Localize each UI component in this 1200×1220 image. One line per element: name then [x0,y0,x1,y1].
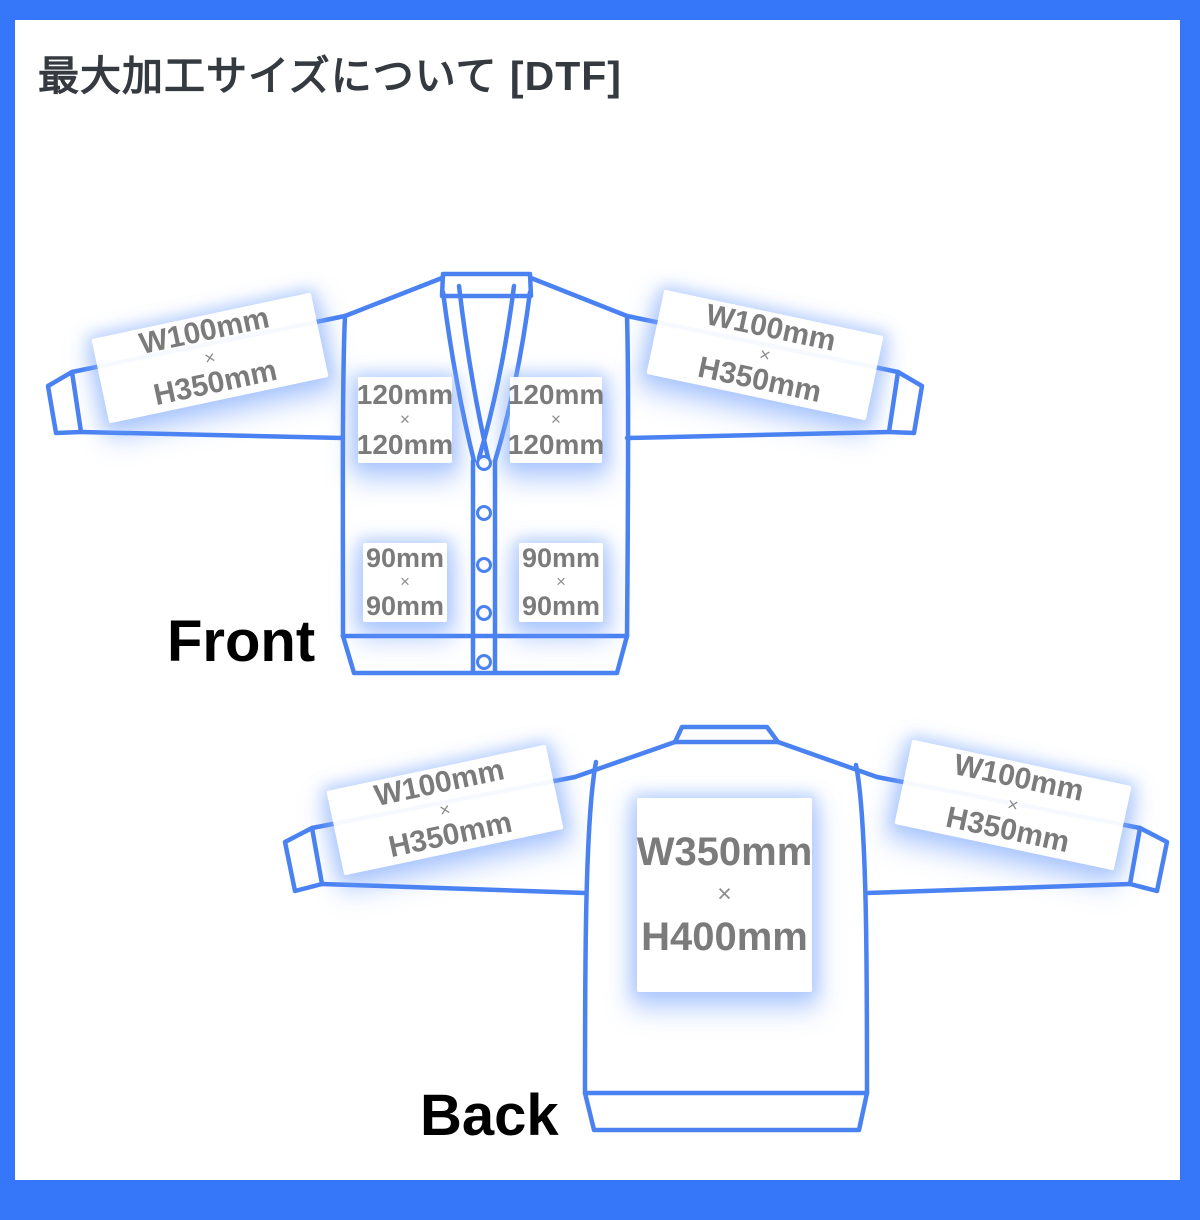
times-symbol: × [717,880,732,908]
button-2 [476,505,492,521]
back-shoulder-right [775,739,880,780]
size-width: 120mm [507,378,605,410]
times-symbol: × [556,572,566,592]
times-symbol: × [437,797,453,821]
times-symbol: × [757,342,773,366]
size-width: 90mm [365,542,445,573]
front-right-chest-size-label: 120mm × 120mm [507,377,605,463]
back-cuff-left [282,825,325,894]
front-right-hem-size-label: 90mm × 90mm [519,543,603,622]
times-symbol: × [550,409,562,430]
front-cuff-left [45,369,84,436]
front-underarm-left [78,429,346,441]
button-1 [476,455,492,471]
times-symbol: × [400,572,410,592]
front-buttons [476,455,492,670]
front-view-heading: Front [167,609,316,674]
front-hem-bottom [340,633,630,676]
back-body-left-edge [582,759,599,1096]
back-cuff-right [1127,825,1170,894]
button-5 [476,654,492,670]
front-lapel-inner-right [476,283,517,461]
size-width: W350mm [636,829,813,874]
size-height: H400mm [641,915,808,960]
back-underarm-left [319,881,588,896]
times-symbol: × [399,409,411,430]
size-width: 120mm [356,378,454,410]
front-lapel-outer-left [440,289,477,464]
button-4 [476,605,492,621]
garment-drawings [45,271,1170,1133]
back-underarm-right [864,881,1133,896]
button-3 [476,557,492,573]
front-body-left-edge [340,313,348,639]
back-hem-bottom [582,1090,870,1133]
size-height: 90mm [521,590,601,621]
front-shoulder-right [528,275,630,319]
size-height: 90mm [365,590,445,621]
size-height: 120mm [356,428,454,460]
page-title: 最大加工サイズについて [DTF] [38,53,622,99]
front-body-right-edge [624,313,631,639]
times-symbol: × [1005,792,1021,816]
back-shoulder-left [572,739,678,780]
back-center-size-label: W350mm × H400mm [637,798,812,992]
front-cardigan-outline [45,271,925,676]
page-background: 最大加工サイズについて [DTF] [15,20,1180,1180]
front-left-hem-size-label: 90mm × 90mm [363,543,447,622]
front-cuff-right [886,369,925,436]
times-symbol: × [202,345,218,369]
size-width: 90mm [521,542,601,573]
front-collar [439,271,534,299]
back-collar [672,724,781,745]
front-underarm-right [624,429,892,441]
front-shoulder-left [342,275,445,319]
back-view-heading: Back [420,1083,559,1148]
front-left-chest-size-label: 120mm × 120mm [356,377,454,463]
size-height: 120mm [507,428,605,460]
back-body-right-edge [853,762,870,1096]
